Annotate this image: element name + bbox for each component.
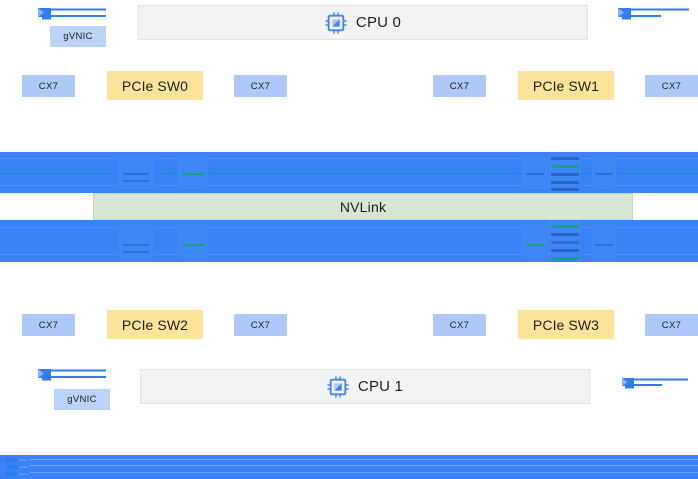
network-link-icon xyxy=(622,375,694,396)
cx7-chip[interactable]: CX7 xyxy=(433,314,486,336)
cx7-chip[interactable]: CX7 xyxy=(22,75,75,97)
pcie-switch-label: PCIe SW1 xyxy=(532,77,600,94)
gpu-glyph xyxy=(178,224,208,258)
network-link-icon xyxy=(38,365,116,388)
cx7-label: CX7 xyxy=(250,319,271,331)
gvnic-text: gVNIC xyxy=(63,31,93,42)
nvlink-label: NVLink xyxy=(339,198,387,215)
cx7-chip[interactable]: CX7 xyxy=(433,75,486,97)
gvnic-text: gVNIC xyxy=(67,394,97,405)
pcie-switch-label: PCIe SW2 xyxy=(121,316,189,333)
pcie-switch-3[interactable]: PCIe SW3 xyxy=(518,310,614,339)
gvnic-label-top-left: gVNIC xyxy=(50,26,106,47)
gpu-glyph xyxy=(592,156,616,189)
pcie-switch-1[interactable]: PCIe SW1 xyxy=(518,71,614,100)
cpu1-box[interactable]: CPU 1 xyxy=(140,369,590,404)
gpu-stack-glyph xyxy=(549,222,581,261)
cpu-chip-icon xyxy=(325,11,347,34)
cx7-label: CX7 xyxy=(661,319,682,331)
cpu0-box[interactable]: CPU 0 xyxy=(138,5,588,40)
pcie-switch-label: PCIe SW0 xyxy=(121,77,189,94)
pcie-switch-0[interactable]: PCIe SW0 xyxy=(107,71,203,100)
gpu-glyph xyxy=(522,224,548,258)
cx7-label: CX7 xyxy=(250,80,271,92)
cx7-label: CX7 xyxy=(661,80,682,92)
cx7-chip[interactable]: CX7 xyxy=(234,75,287,97)
gpu-glyph xyxy=(178,156,208,189)
cx7-chip[interactable]: CX7 xyxy=(645,75,698,97)
nvlink-bar[interactable]: NVLink xyxy=(93,193,633,220)
gpu-glyph xyxy=(118,156,154,189)
cx7-label: CX7 xyxy=(449,80,470,92)
gpu-band-lower xyxy=(0,220,698,262)
cx7-chip[interactable]: CX7 xyxy=(22,314,75,336)
gpu-glyph xyxy=(522,156,548,189)
cpu0-label: CPU 0 xyxy=(355,14,402,31)
cx7-label: CX7 xyxy=(38,80,59,92)
network-fabric-bar xyxy=(0,455,698,479)
gpu-glyph xyxy=(592,224,616,258)
cx7-chip[interactable]: CX7 xyxy=(645,314,698,336)
gvnic-label-bottom-left: gVNIC xyxy=(54,389,110,410)
network-link-icon xyxy=(38,4,116,27)
network-link-icon xyxy=(618,4,694,27)
cx7-chip[interactable]: CX7 xyxy=(234,314,287,336)
pcie-switch-label: PCIe SW3 xyxy=(532,316,600,333)
cx7-label: CX7 xyxy=(38,319,59,331)
cpu-chip-icon xyxy=(327,375,349,398)
pcie-switch-2[interactable]: PCIe SW2 xyxy=(107,310,203,339)
gpu-stack-glyph xyxy=(549,153,581,192)
gpu-glyph xyxy=(118,224,154,258)
network-stack-icon xyxy=(4,457,30,479)
gpu-band-upper xyxy=(0,152,698,193)
cpu1-label: CPU 1 xyxy=(357,378,404,395)
cx7-label: CX7 xyxy=(449,319,470,331)
